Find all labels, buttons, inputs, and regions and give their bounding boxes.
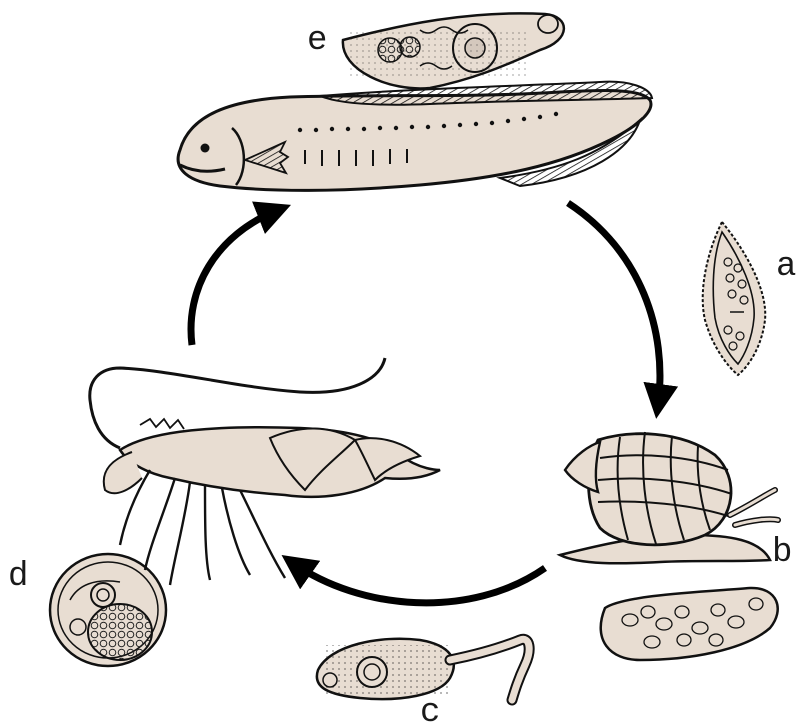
- cycle-arrows: [191, 203, 660, 603]
- arrow-snail-to-shrimp: [293, 563, 545, 603]
- arrow-fish-to-snail: [568, 203, 660, 405]
- stage-label-a: a: [776, 250, 796, 284]
- eel-fish-icon: [178, 82, 652, 191]
- snail-with-sporocyst-icon: [560, 432, 778, 563]
- stage-label-c: c: [420, 696, 440, 728]
- cercaria-icon: [317, 639, 529, 700]
- metacercaria-cyst-icon: [50, 554, 166, 666]
- sporocyst-icon: [601, 588, 778, 660]
- adult-fluke-icon: [343, 13, 564, 88]
- stage-label-b: b: [772, 536, 792, 570]
- arrow-shrimp-to-fish: [191, 210, 278, 345]
- miracidium-icon: [703, 222, 766, 375]
- stage-label-d: d: [8, 560, 28, 594]
- stage-label-e: e: [307, 24, 327, 58]
- shrimp-icon: [90, 358, 440, 585]
